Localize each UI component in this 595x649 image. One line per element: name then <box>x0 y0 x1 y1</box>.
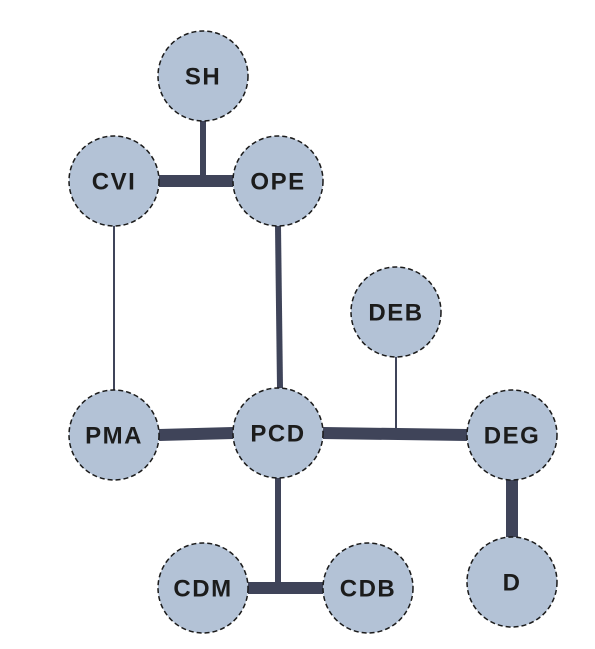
edge-ope-pcd <box>275 225 283 389</box>
node-deb: DEB <box>350 266 442 358</box>
node-sh: SH <box>157 30 249 122</box>
node-circle <box>157 542 249 634</box>
node-circle <box>232 387 324 479</box>
node-label: PCD <box>250 421 305 448</box>
node-label: CVI <box>92 169 137 196</box>
node-circle <box>350 266 442 358</box>
nodes-layer: SH CVI OPE DEB PMA PCD DEG CDM CDB D <box>68 30 558 634</box>
node-circle <box>68 389 160 481</box>
node-label: D <box>503 570 522 597</box>
node-circle <box>322 542 414 634</box>
node-label: DEG <box>484 423 541 450</box>
node-label: SH <box>185 64 221 91</box>
node-cdb: CDB <box>322 542 414 634</box>
node-circle <box>157 30 249 122</box>
node-d: D <box>466 536 558 628</box>
node-circle <box>466 389 558 481</box>
node-label: CDM <box>173 576 232 603</box>
node-label: DEB <box>368 300 423 327</box>
node-ope: OPE <box>232 135 324 227</box>
node-circle <box>68 135 160 227</box>
node-circle <box>232 135 324 227</box>
node-deg: DEG <box>466 389 558 481</box>
node-pcd: PCD <box>232 387 324 479</box>
edge-pma-pcd <box>158 427 234 441</box>
node-label: CDB <box>340 576 397 603</box>
node-pma: PMA <box>68 389 160 481</box>
node-cdm: CDM <box>157 542 249 634</box>
node-label: PMA <box>85 423 143 450</box>
node-cvi: CVI <box>68 135 160 227</box>
node-circle <box>466 536 558 628</box>
node-label: OPE <box>250 169 305 196</box>
edges-layer <box>113 121 518 594</box>
